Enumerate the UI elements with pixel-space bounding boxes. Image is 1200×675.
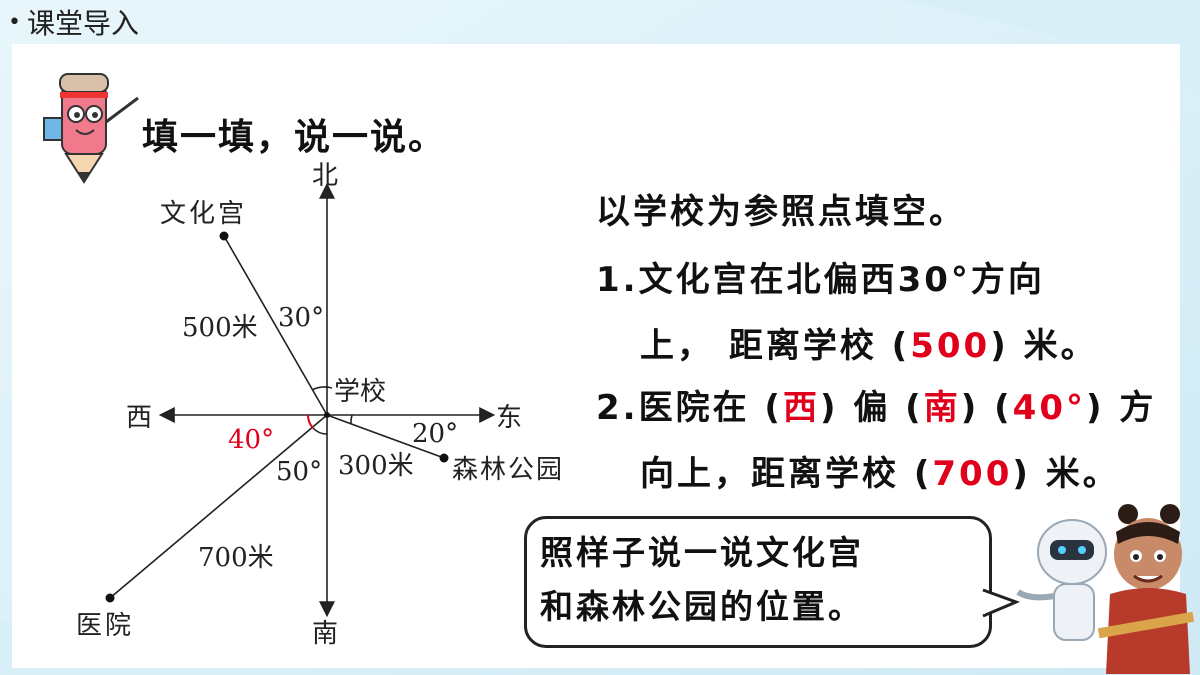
task-title: 填一填，说一说。 — [142, 117, 447, 158]
label-angle-park: 20° — [412, 419, 458, 449]
speech-bubble-text: 照样子说一说文化宫 和森林公园的位置。 — [540, 526, 970, 634]
character-mascot-icon — [1097, 504, 1195, 674]
question-2-line-2: 向上，距离学校 (700) 米。 — [640, 446, 1120, 495]
label-west: 西 — [126, 403, 152, 433]
question-2-line-1: 2.医院在 (西) 偏 (南) (40°) 方 — [596, 380, 1156, 429]
question-2-text-e: 向上，距离学校 ( — [640, 454, 933, 494]
speech-bubble — [524, 516, 992, 648]
point-culture-palace — [219, 231, 229, 241]
question-2-number: 2. — [596, 388, 639, 428]
label-angle-culture: 30° — [278, 303, 324, 333]
answer-distance-culture: 500 — [910, 326, 991, 366]
arc-hospital-south — [312, 427, 328, 435]
label-angle-hospital-south: 50° — [276, 457, 322, 487]
point-forest-park — [439, 453, 449, 463]
answer-angle: 40° — [1012, 388, 1086, 428]
question-1-text: 文化宫在北偏西30°方向 — [638, 260, 1045, 300]
arc-hospital-west — [306, 414, 314, 429]
point-hospital — [105, 593, 115, 603]
bubble-line-2: 和森林公园的位置。 — [540, 587, 864, 626]
pencil-mascot-icon — [43, 73, 139, 184]
label-east: 东 — [496, 403, 522, 433]
label-school: 学校 — [334, 377, 386, 407]
question-intro: 以学校为参照点填空。 — [596, 192, 966, 232]
point-school — [324, 412, 330, 418]
arc-park — [350, 414, 353, 425]
label-south: 南 — [312, 619, 338, 649]
label-dist-park: 300米 — [338, 451, 414, 481]
label-angle-hospital-west: 40° — [228, 425, 274, 455]
question-2-text-b: ) 偏 ( — [819, 388, 924, 428]
question-1-text-b: ) 米。 — [990, 326, 1098, 366]
label-dist-hospital: 700米 — [198, 543, 274, 573]
arc-origin — [311, 386, 333, 391]
section-header: • 课堂导入 — [8, 0, 139, 44]
question-1-text-a: 上， 距离学校 ( — [640, 326, 911, 366]
section-title: 课堂导入 — [26, 7, 139, 40]
answer-direction-1: 西 — [782, 388, 820, 428]
answer-distance-hospital: 700 — [932, 454, 1013, 494]
question-2-text-c: ) ( — [960, 388, 1013, 428]
ray-hospital — [109, 414, 328, 599]
ray-culture-palace — [223, 235, 328, 416]
question-2-text-a: 医院在 ( — [638, 388, 783, 428]
label-forest-park: 森林公园 — [452, 455, 564, 485]
question-1-number: 1. — [596, 260, 639, 300]
question-2-text-f: ) 米。 — [1012, 454, 1120, 494]
label-dist-culture: 500米 — [182, 313, 258, 343]
ray-forest-park — [326, 414, 445, 459]
label-hospital: 医院 — [76, 611, 134, 641]
bullet-icon: • — [8, 9, 21, 35]
robot-mascot-icon — [1016, 519, 1107, 641]
label-north: 北 — [312, 161, 338, 191]
label-culture-palace: 文化宫 — [160, 199, 247, 229]
question-2-text-d: ) 方 — [1085, 388, 1157, 428]
answer-direction-2: 南 — [923, 388, 961, 428]
question-1-line-2: 上， 距离学校 (500) 米。 — [640, 318, 1098, 367]
question-1-line-1: 1.文化宫在北偏西30°方向 — [596, 252, 1045, 301]
bubble-line-1: 照样子说一说文化宫 — [540, 533, 864, 572]
speech-bubble-tail-icon — [980, 588, 1020, 618]
